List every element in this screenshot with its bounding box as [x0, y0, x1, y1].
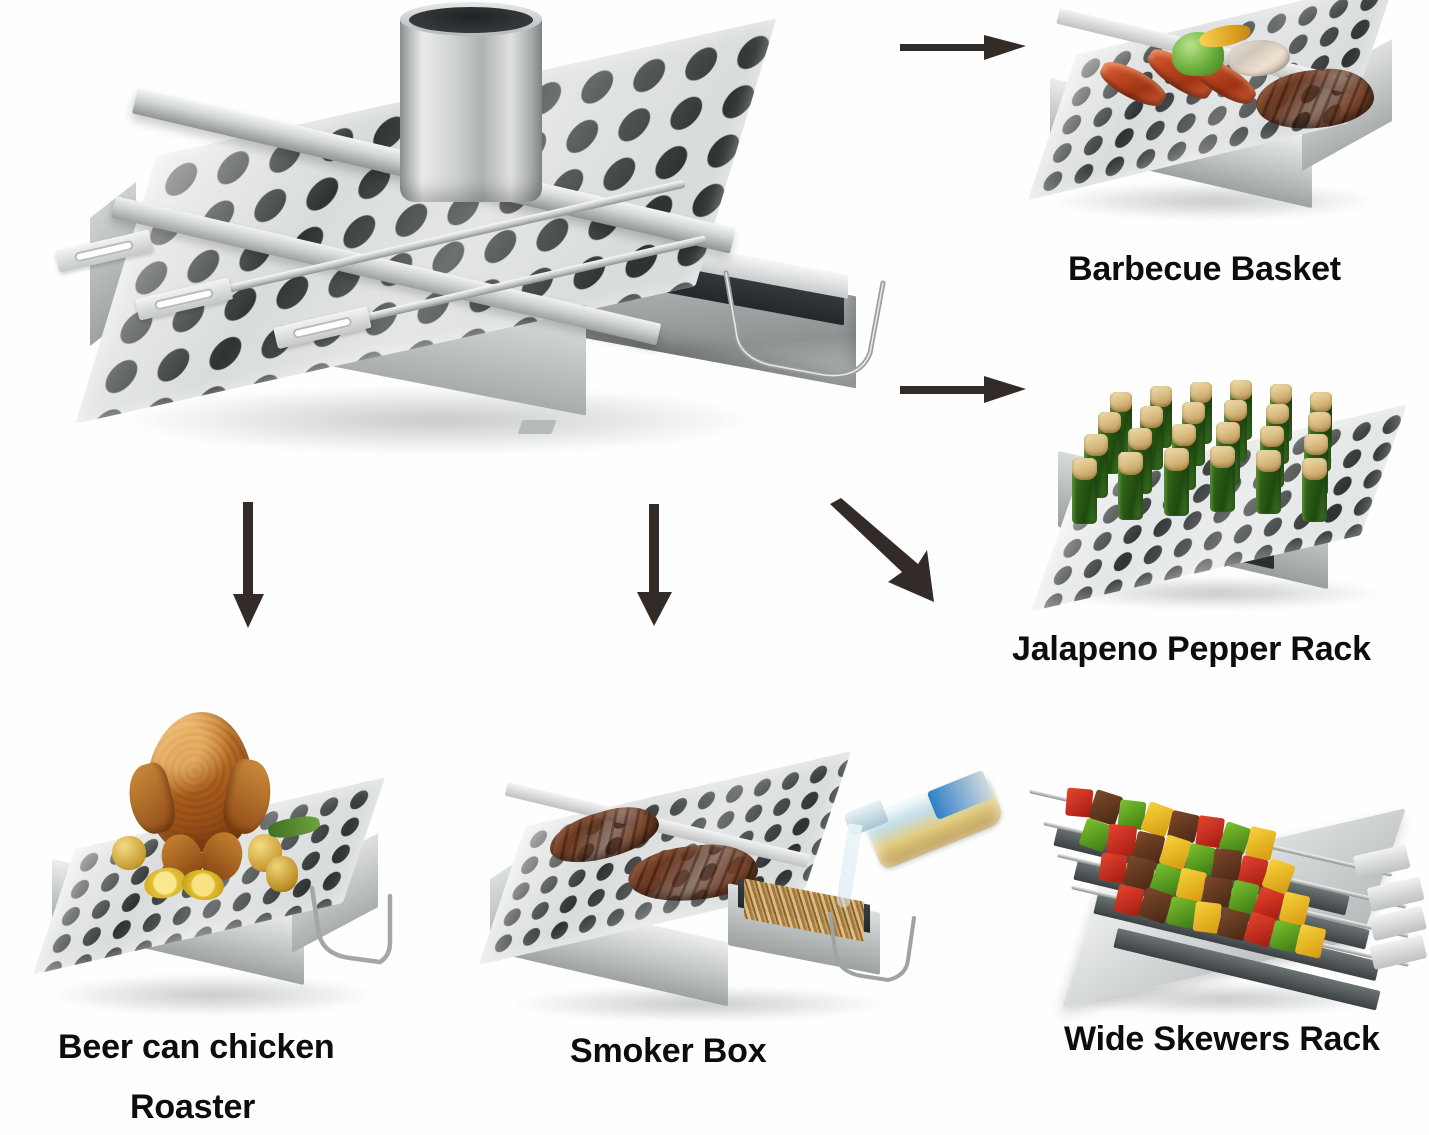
wide-skewers-rack-label: Wide Skewers Rack	[1064, 1020, 1380, 1058]
barbecue-basket-label: Barbecue Basket	[1068, 250, 1341, 288]
drawer-wire-handle	[723, 270, 886, 379]
arrow-to-wide-skewers-rack	[826, 498, 966, 608]
smoker-box-label: Smoker Box	[570, 1032, 767, 1070]
beer-can-chicken-roaster-label-line2: Roaster	[130, 1088, 256, 1126]
beer-bottle	[834, 769, 1006, 909]
product-beer-can-chicken-roaster: Beer can chicken Roaster	[32, 706, 404, 1126]
arrow-to-smoker-box	[628, 502, 684, 628]
pouring-stream	[835, 823, 863, 909]
arrow-to-jalapeno-pepper-rack	[898, 366, 1028, 414]
product-barbecue-basket: Barbecue Basket	[1024, 0, 1414, 288]
jalapeno-pepper-rack-label: Jalapeno Pepper Rack	[1012, 630, 1371, 668]
hero-shadow	[120, 385, 760, 455]
arrow-to-barbecue-basket	[898, 20, 1028, 72]
product-smoker-box: Smoker Box	[478, 750, 1006, 1070]
product-jalapeno-pepper-rack: Jalapeno Pepper Rack	[1012, 378, 1420, 668]
potato	[266, 856, 298, 892]
arrow-to-beer-can-chicken-roaster	[222, 500, 278, 630]
smoker-drawer	[728, 876, 916, 986]
roast-chicken	[122, 712, 282, 892]
potato	[112, 836, 146, 870]
hero-product-image	[20, 0, 886, 460]
beer-can-chicken-roaster-label-line1: Beer can chicken	[58, 1028, 335, 1066]
product-wide-skewers-rack: Wide Skewers Rack	[1024, 756, 1428, 1058]
jalapeno-peppers	[1024, 378, 1420, 608]
hero-beer-can-holder	[400, 2, 542, 214]
